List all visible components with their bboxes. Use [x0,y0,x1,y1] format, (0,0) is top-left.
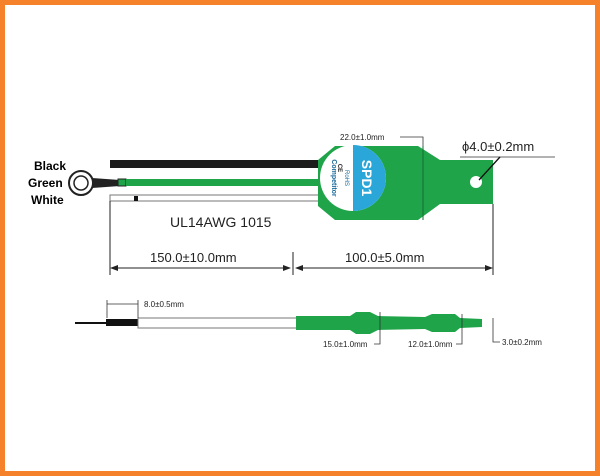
dim-strip-length: 8.0±0.5mm [144,300,184,309]
dim-body-width: 22.0±1.0mm [340,133,385,142]
wire-label-white: White [31,193,64,207]
ce-mark: CE [336,164,342,172]
black-wire [110,160,320,168]
brand-label: SPD1 [359,160,375,197]
dim-thickness-tab: 3.0±0.2mm [502,338,542,347]
dim-hole-diameter: ϕ4.0±0.2mm [462,139,534,154]
white-wire [109,194,321,202]
wire-label-black: Black [34,159,66,173]
dim-thickness-main: 15.0±1.0mm [323,340,368,349]
wire-label-green: Green [28,176,63,190]
dim-lead-length: 150.0±10.0mm [150,250,237,265]
spd-board-top: SPD1 RoHS Competitor CE [318,145,493,220]
spd-side-view [75,312,482,334]
dim-body-length: 100.0±5.0mm [345,250,424,265]
cable-spec: UL14AWG 1015 [170,214,272,230]
ring-terminal [68,170,127,196]
maker-label: Competitor [330,159,337,197]
mounting-hole [470,176,482,188]
green-wire [126,179,320,186]
dim-thickness-mid: 12.0±1.0mm [408,340,453,349]
marks-label: RoHS [343,170,349,186]
